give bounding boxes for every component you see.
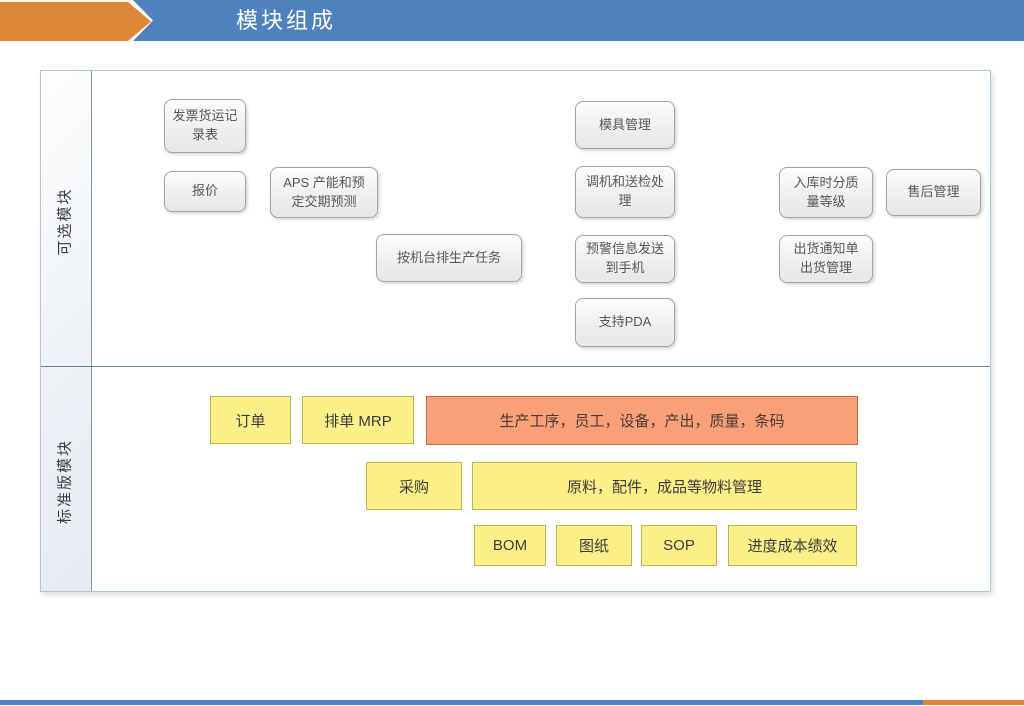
module-box-production-process: 生产工序，员工，设备，产出，质量，条码 [426,396,858,445]
module-box-after-sales-management: 售后管理 [886,169,981,216]
section-divider [41,366,990,367]
module-box-shipping-notice-management: 出货通知单 出货管理 [779,235,873,283]
module-box-mrp-scheduling: 排单 MRP [302,396,414,444]
module-box-materials-management: 原料，配件，成品等物料管理 [472,462,857,510]
page-title: 模块组成 [236,8,337,33]
module-box-progress-cost-performance: 进度成本绩效 [728,525,857,566]
module-diagram-panel: 可选模块 标准版模块 发票货运记 录表 报价 APS 产能和预 定交期预测 按机… [40,70,991,592]
module-box-sop: SOP [641,525,717,566]
module-box-drawings: 图纸 [556,525,632,566]
module-box-quotation: 报价 [164,171,246,212]
module-box-alert-to-phone: 预警信息发送 到手机 [575,235,675,283]
module-box-pda-support: 支持PDA [575,298,675,347]
module-box-machine-task-scheduling: 按机台排生产任务 [376,234,522,282]
optional-section-label: 可选模块 [56,187,74,256]
module-box-purchasing: 采购 [366,462,462,510]
section-label-column [41,71,92,591]
module-box-bom: BOM [474,525,546,566]
module-box-warehouse-quality-grading: 入库时分质 量等级 [779,167,873,218]
standard-section-label: 标准版模块 [56,439,74,525]
header-arrow-shape [0,2,151,41]
module-box-machine-adjust-inspection: 调机和送检处 理 [575,166,675,218]
module-box-mold-management: 模具管理 [575,101,675,149]
module-box-aps-capacity-forecast: APS 产能和预 定交期预测 [270,167,378,218]
footer-bar-blue [0,700,923,705]
module-box-invoice-shipping-record: 发票货运记 录表 [164,99,246,153]
footer-bar-orange [923,700,1024,705]
module-box-orders: 订单 [210,396,291,444]
header-bar [133,0,1024,41]
